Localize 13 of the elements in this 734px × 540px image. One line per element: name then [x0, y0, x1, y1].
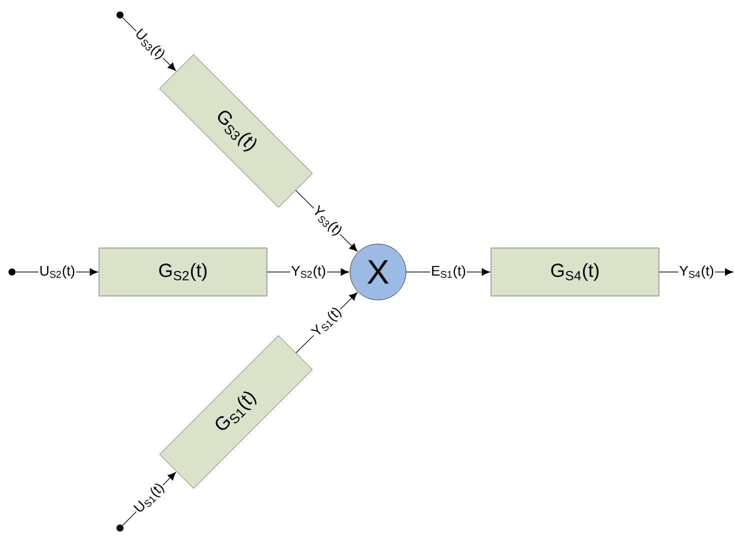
source-dot: [8, 268, 16, 276]
source-dot: [116, 12, 124, 18]
edge-label: U$_{S3}$(t): [130, 26, 168, 64]
edge-label: Y$_{S2}$(t): [290, 264, 328, 280]
edge-label: U$_{S2}$(t): [38, 264, 76, 280]
source-dot: [116, 524, 124, 532]
edge-label: E$_{S1}$(t): [430, 264, 468, 280]
transfer-function-block: G$_{S4}$(t): [490, 248, 660, 296]
edge-label: U$_{S1}$(t): [130, 480, 168, 518]
edge-label: Y$_{S1}$(t): [308, 304, 346, 341]
edge-label: Y$_{S4}$(t): [678, 264, 716, 280]
edge-label: Y$_{S3}$(t): [308, 202, 346, 240]
transfer-function-block: G$_{S2}$(t): [98, 248, 268, 296]
